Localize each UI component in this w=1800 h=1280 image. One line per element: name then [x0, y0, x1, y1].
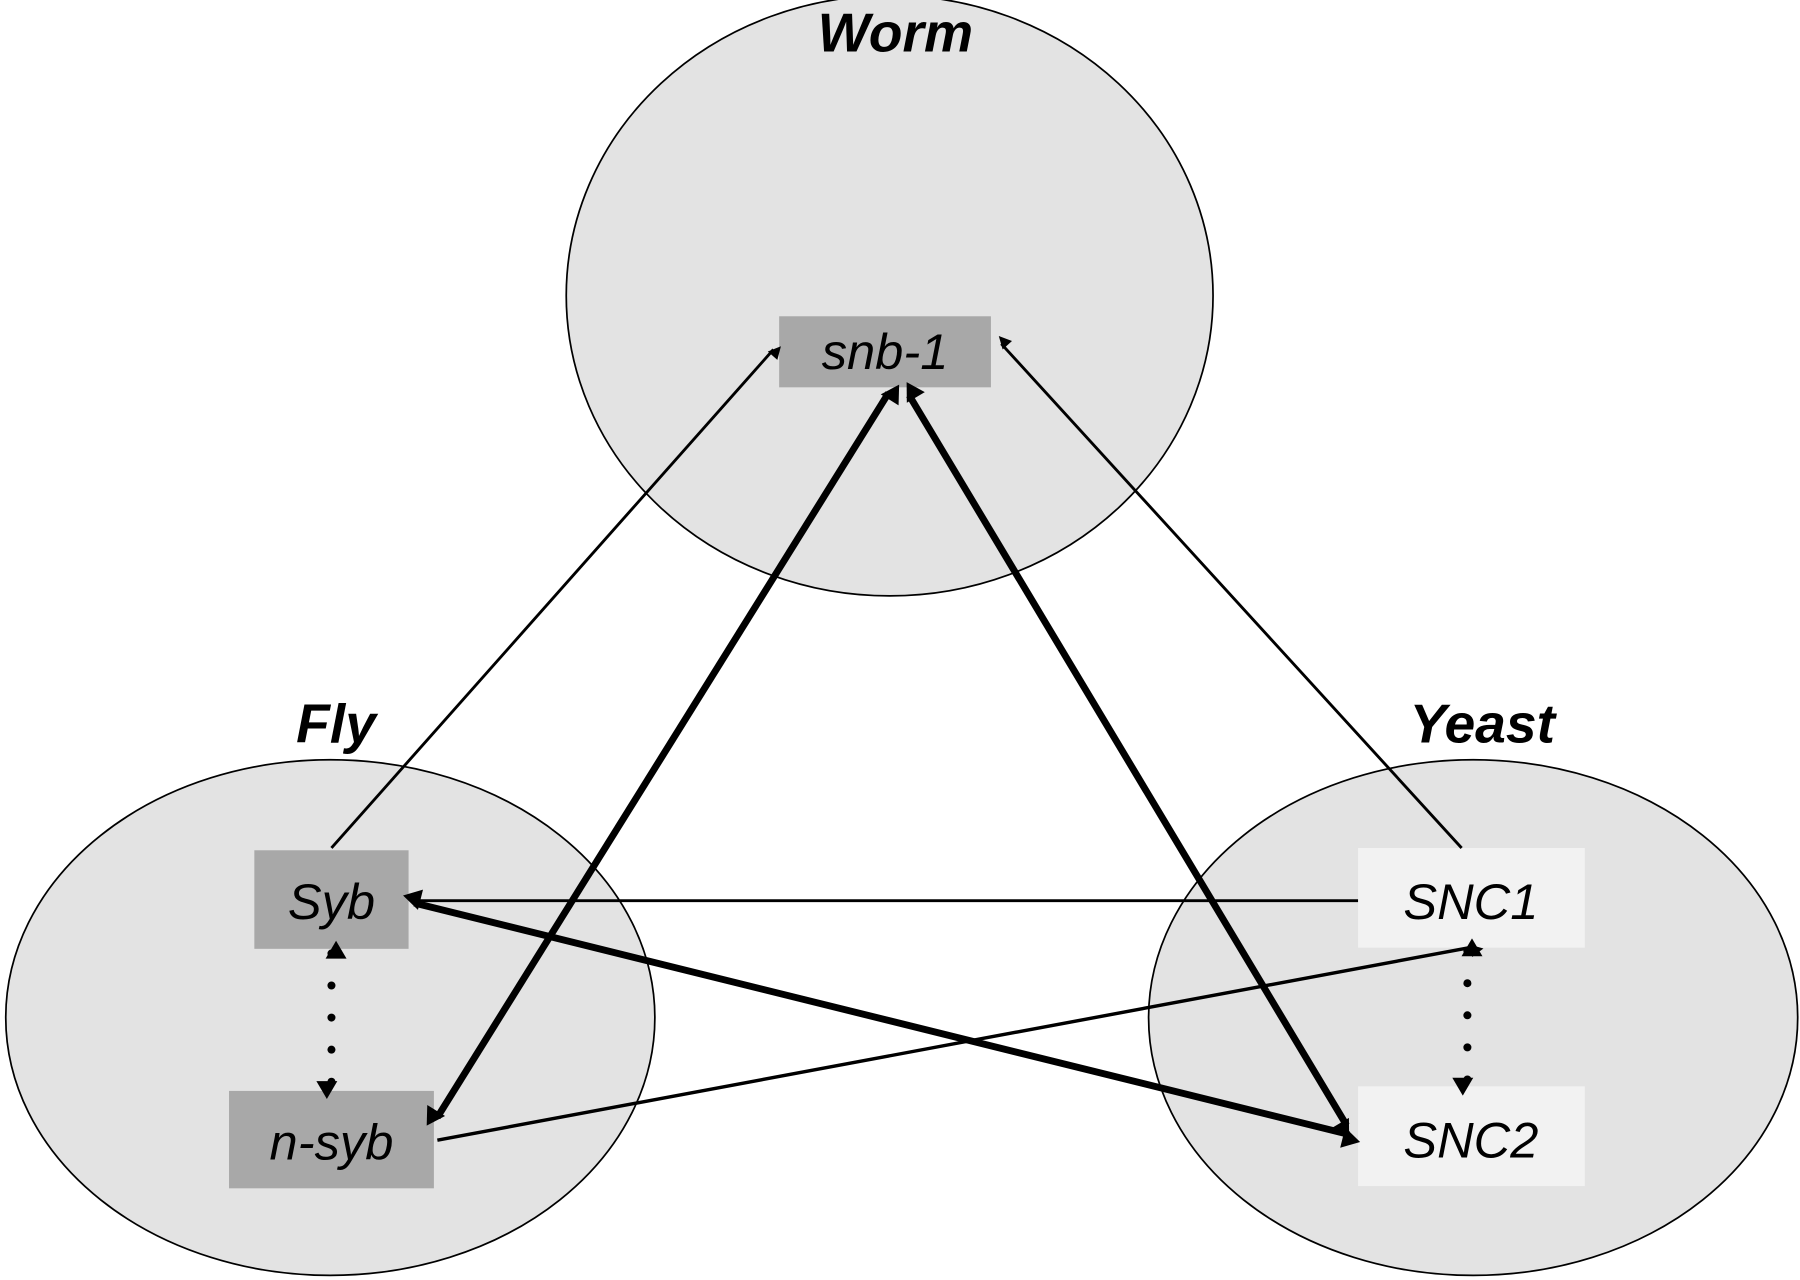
yeast-group: Yeast SNC1 SNC2 — [1147, 693, 1799, 1277]
snb1-label: snb-1 — [822, 323, 949, 380]
yeast-label: Yeast — [1410, 693, 1558, 755]
arrows — [316, 335, 1484, 1148]
syb-label: Syb — [288, 873, 375, 930]
snb1-box — [779, 316, 991, 388]
arrow-snb1-snc2 — [906, 382, 1350, 1139]
snc1-box — [1358, 847, 1585, 948]
snc1-label: SNC1 — [1403, 873, 1538, 930]
arrow-nsyb-to-snc1 — [437, 944, 1484, 1142]
arrow-syb-to-snb1 — [330, 346, 781, 849]
worm-label: Worm — [818, 2, 973, 64]
nsyb-label: n-syb — [270, 1114, 394, 1171]
worm-group: Worm snb-1 — [565, 0, 1214, 597]
syb-box — [254, 850, 409, 949]
yeast-ellipse — [1147, 758, 1799, 1277]
worm-ellipse — [565, 0, 1214, 597]
snc2-label: SNC2 — [1403, 1111, 1538, 1168]
nsyb-box — [229, 1090, 434, 1189]
snc2-box — [1358, 1086, 1585, 1187]
fly-label: Fly — [296, 693, 378, 755]
arrow-snc1-to-snb1 — [998, 335, 1463, 849]
arrow-syb-snc2 — [403, 889, 1361, 1148]
